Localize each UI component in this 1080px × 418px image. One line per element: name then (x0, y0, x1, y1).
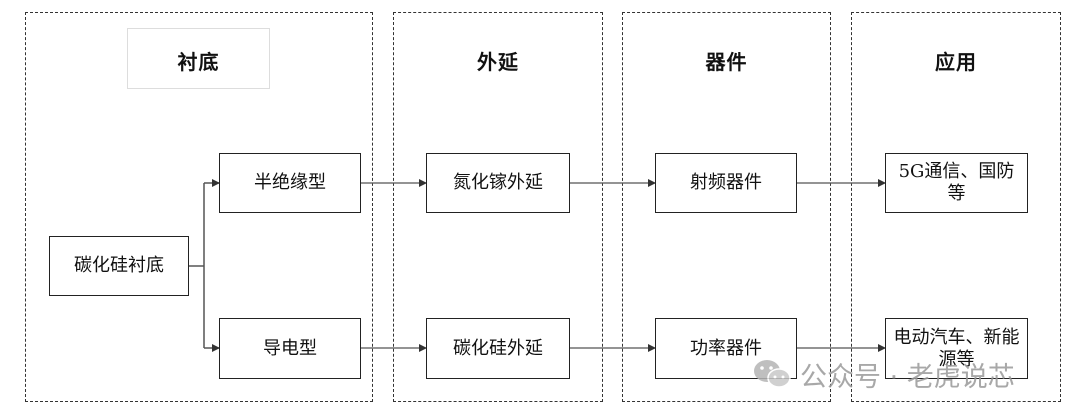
node-rf-device: 射频器件 (655, 153, 797, 213)
substrate-title: 衬底 (177, 50, 220, 74)
substrate-title-box (127, 28, 270, 89)
node-app-ev: 电动汽车、新能源等 (885, 318, 1028, 379)
node-conductive: 导电型 (219, 318, 361, 379)
node-semi-insulating: 半绝缘型 (219, 153, 361, 213)
application-title: 应用 (935, 50, 977, 74)
node-app-5g: 5G通信、国防等 (885, 153, 1028, 213)
column-epitaxy (393, 12, 603, 402)
column-substrate (25, 12, 373, 402)
device-title: 器件 (705, 50, 748, 74)
node-sic-substrate: 碳化硅衬底 (49, 236, 189, 296)
epitaxy-title: 外延 (477, 50, 519, 74)
column-application (851, 12, 1061, 402)
watermark-text: 公众号 · 老虎说芯 (800, 361, 1015, 393)
column-device (622, 12, 831, 402)
node-gan-epitaxy: 氮化镓外延 (426, 153, 570, 213)
node-sic-epitaxy: 碳化硅外延 (426, 318, 570, 379)
watermark: 公众号 · 老虎说芯 (752, 352, 1015, 396)
wechat-icon (754, 360, 791, 388)
